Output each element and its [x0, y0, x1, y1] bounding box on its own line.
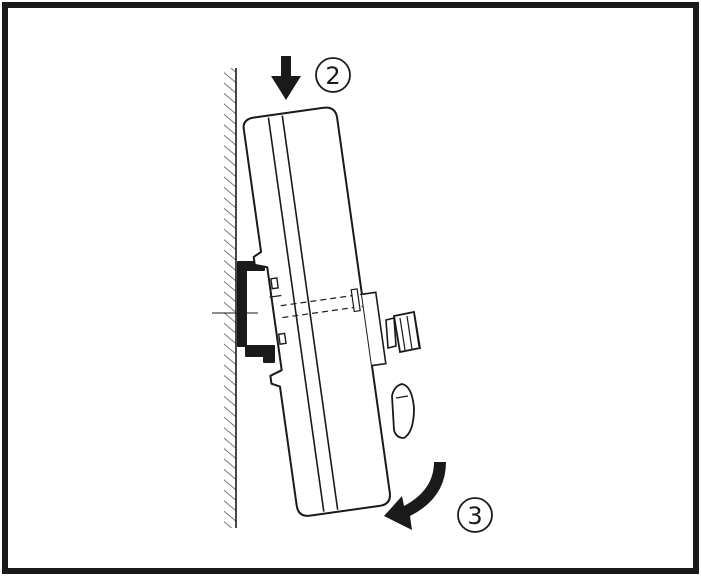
step-3-number: 3	[467, 502, 482, 530]
wall	[224, 68, 237, 528]
cable-gland	[385, 310, 422, 354]
step-3-circle	[457, 497, 493, 533]
rotary-knob	[391, 383, 415, 439]
step-2-circle	[315, 57, 351, 93]
din-rail	[237, 261, 275, 363]
device-housing	[242, 106, 391, 517]
rotate-arrow-icon	[384, 462, 446, 530]
push-down-arrow-icon	[271, 56, 301, 100]
step-2-number: 2	[325, 62, 340, 90]
